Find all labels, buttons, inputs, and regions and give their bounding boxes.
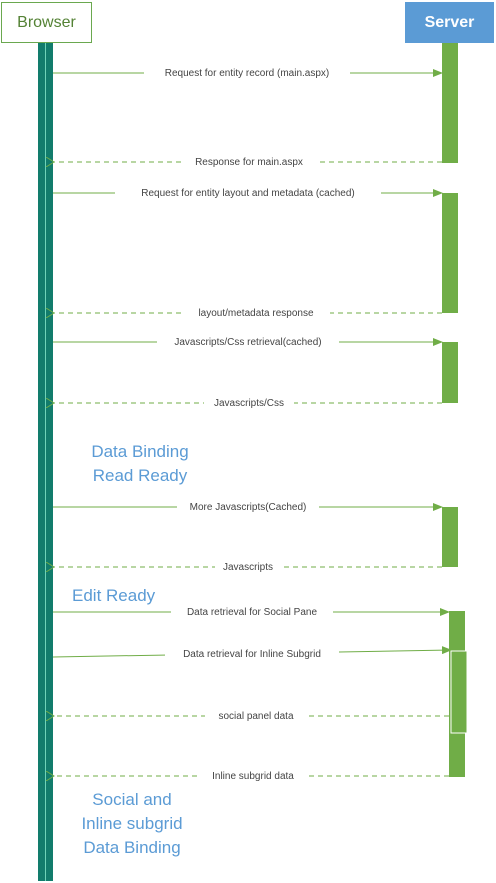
- server-activation: [442, 507, 458, 567]
- server-actor-box: Server: [405, 2, 494, 43]
- label-backdrop: [200, 770, 306, 782]
- message-12: Inline subgrid data: [54, 770, 449, 782]
- message-label: Data retrieval for Inline Subgrid: [183, 649, 321, 660]
- message-1: Request for entity record (main.aspx): [53, 67, 443, 79]
- label-backdrop: [181, 156, 317, 168]
- phase-label-edit-ready: Edit Ready: [72, 586, 156, 605]
- phase-label-social-line2: Inline subgrid: [81, 814, 183, 833]
- message-label: social panel data: [218, 711, 293, 722]
- message-label: layout/metadata response: [198, 308, 314, 319]
- label-backdrop: [115, 187, 381, 199]
- message-10: Data retrieval for Inline Subgrid: [52, 646, 452, 660]
- message-label: Request for entity layout and metadata (…: [141, 188, 354, 199]
- label-backdrop: [171, 606, 333, 618]
- label-backdrop: [215, 561, 281, 573]
- label-backdrop: [182, 307, 330, 319]
- message-11: social panel data: [54, 710, 449, 722]
- phase-label-read-ready: Read Ready: [92, 466, 188, 485]
- phase-label-social-line3: Data Binding: [83, 838, 181, 857]
- message-label: Inline subgrid data: [212, 771, 294, 782]
- server-actor-label: Server: [424, 13, 475, 31]
- server-activation: [450, 650, 468, 734]
- label-backdrop: [157, 336, 339, 348]
- message-label: Request for entity record (main.aspx): [165, 68, 330, 79]
- message-label: Javascripts/Css: [214, 398, 284, 409]
- label-backdrop: [165, 648, 339, 660]
- message-8: Javascripts: [54, 561, 442, 573]
- message-label: Javascripts/Css retrieval(cached): [174, 337, 321, 348]
- label-backdrop: [204, 397, 294, 409]
- message-9: Data retrieval for Social Pane: [53, 606, 450, 618]
- message-3: Request for entity layout and metadata (…: [53, 187, 443, 199]
- message-label: Data retrieval for Social Pane: [187, 607, 318, 618]
- label-backdrop: [177, 501, 319, 513]
- message-2: Response for main.aspx: [54, 156, 442, 168]
- phase-label-data-binding: Data Binding: [91, 442, 189, 461]
- message-label: More Javascripts(Cached): [190, 502, 307, 513]
- message-5: Javascripts/Css retrieval(cached): [53, 336, 443, 348]
- label-backdrop: [144, 67, 350, 79]
- browser-actor-label: Browser: [17, 13, 76, 31]
- server-activation: [442, 193, 458, 313]
- phase-label-social-line1: Social and: [92, 790, 172, 809]
- server-activation: [442, 43, 458, 163]
- message-4: layout/metadata response: [54, 307, 442, 319]
- server-activation: [442, 342, 458, 403]
- message-label: Javascripts: [223, 562, 273, 573]
- message-label: Response for main.aspx: [195, 157, 303, 168]
- label-backdrop: [205, 710, 307, 722]
- browser-actor-box: Browser: [1, 2, 92, 43]
- message-7: More Javascripts(Cached): [53, 501, 443, 513]
- message-6: Javascripts/Css: [54, 397, 442, 409]
